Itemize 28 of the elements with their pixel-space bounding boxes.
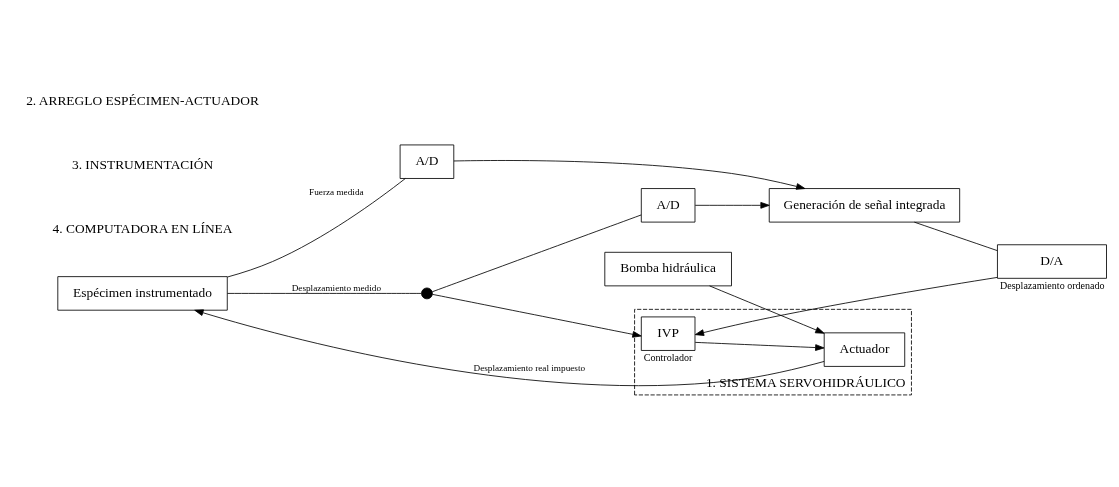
node-label: Desplazamiento ordenado bbox=[999, 279, 1105, 291]
node-box: D/A bbox=[997, 244, 1107, 279]
node-box: Generación de señal integrada bbox=[768, 188, 961, 223]
edge-label: Desplazamiento real impuesto bbox=[473, 363, 586, 374]
node-box: IVP bbox=[640, 316, 696, 351]
arrow bbox=[694, 341, 825, 351]
edge-label: Desplazamiento medido bbox=[291, 282, 382, 293]
node-box: Bomba hidráulica bbox=[604, 251, 732, 287]
arrow bbox=[709, 285, 825, 334]
arrow bbox=[194, 309, 825, 387]
node-label: Controlador bbox=[643, 352, 693, 364]
label: 2. ARREGLO ESPÉCIMEN-ACTUADOR bbox=[26, 93, 259, 109]
edge-label: Fuerza medida bbox=[309, 187, 364, 198]
label: 4. COMPUTADORA EN LÍNEA bbox=[52, 220, 233, 236]
connector bbox=[913, 221, 998, 251]
connector bbox=[431, 214, 642, 293]
arrow bbox=[453, 160, 806, 190]
node-box: Actuador bbox=[823, 332, 906, 367]
node-circle bbox=[421, 287, 433, 300]
arrow bbox=[694, 277, 998, 336]
arrow bbox=[431, 293, 642, 338]
node-box: Espécimen instrumentado bbox=[57, 276, 228, 311]
node-box: A/D bbox=[399, 144, 455, 179]
connector bbox=[227, 178, 406, 278]
label: 3. INSTRUMENTACIÓN bbox=[71, 157, 214, 173]
arrow bbox=[694, 201, 770, 209]
node-box: A/D bbox=[640, 188, 696, 223]
connector bbox=[227, 293, 422, 294]
